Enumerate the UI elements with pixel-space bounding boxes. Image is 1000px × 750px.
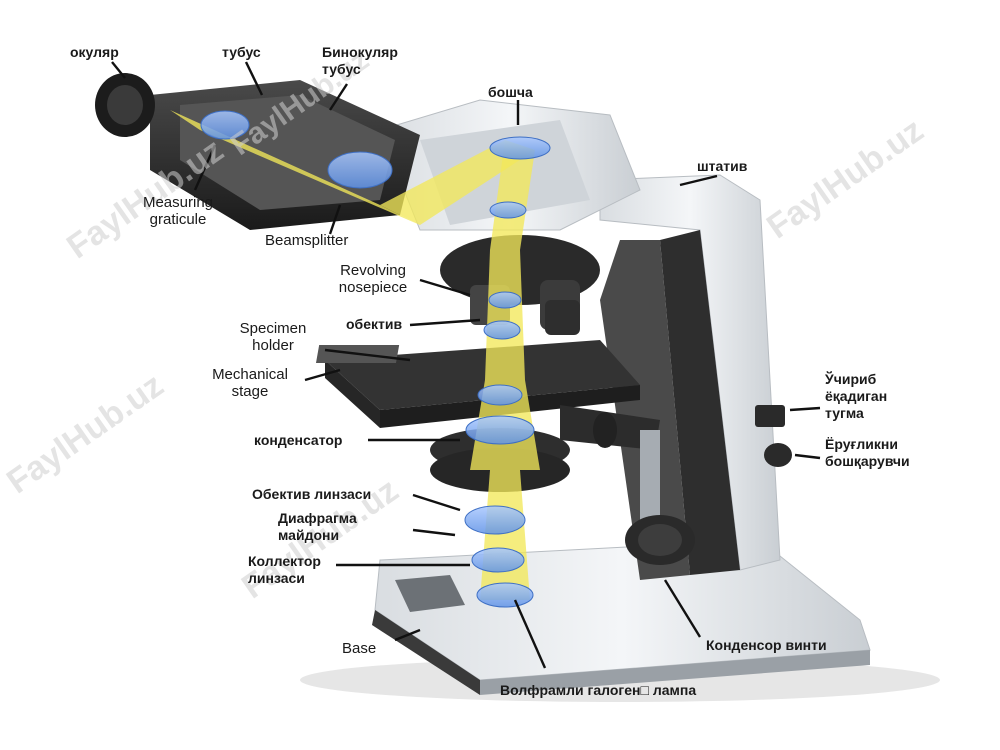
leader-lines xyxy=(111,61,821,669)
power-switch xyxy=(755,405,785,427)
label-revolving-nosepiece: Revolving nosepiece xyxy=(338,262,408,296)
label-objective-lens: Обектив линзаси xyxy=(252,486,372,502)
label-halogen-lamp: Волфрамли галоген□ лампа xyxy=(500,682,697,698)
stand xyxy=(599,174,781,580)
label-condenser: конденсатор xyxy=(254,432,343,448)
condenser-lens xyxy=(465,415,535,445)
label-specimen-holder: Specimen holder xyxy=(239,320,307,354)
collector-lens xyxy=(471,547,525,573)
label-tube: тубус xyxy=(222,44,261,60)
objective-lens xyxy=(483,320,521,340)
label-head: бошча xyxy=(488,84,533,100)
measuring-graticule-lens xyxy=(200,110,250,140)
base-plate-marking xyxy=(395,575,465,612)
label-collector-lens: Коллектор линзаси xyxy=(248,553,321,586)
halogen-lamp-lens xyxy=(476,582,534,608)
label-mechanical-stage: Mechanical stage xyxy=(212,366,288,400)
label-objective: обектив xyxy=(346,316,403,332)
label-beamsplitter: Beamsplitter xyxy=(265,232,349,249)
mechanical-stage xyxy=(315,340,660,450)
beamsplitter-prism xyxy=(327,151,393,189)
label-stand: штатив xyxy=(697,158,748,174)
label-base: Base xyxy=(342,640,377,657)
condenser-screw xyxy=(625,430,695,565)
brightness-knob xyxy=(764,443,792,467)
label-ocular: окуляр xyxy=(70,44,119,60)
label-power-switch: Ўчириб ёқадиган тугма xyxy=(825,371,888,421)
field-diaphragm-lens xyxy=(464,505,526,535)
label-binocular-tube: Бинокуляр тубус xyxy=(322,44,398,77)
lenses xyxy=(200,110,551,608)
label-condenser-screw: Конденсор винти xyxy=(706,637,827,653)
label-measuring-graticule: Measuring graticule xyxy=(142,194,214,228)
label-field-diaphragm: Диафрагма майдони xyxy=(278,510,357,543)
label-brightness-control: Ёруғликни бошқарувчи xyxy=(825,436,910,469)
